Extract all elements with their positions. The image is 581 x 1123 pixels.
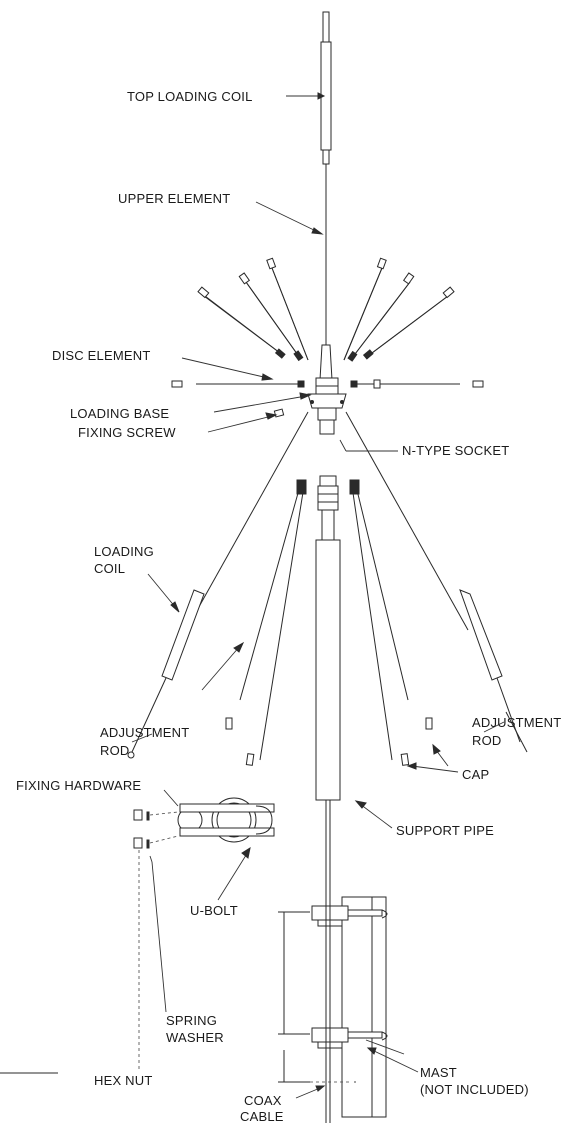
label-top-loading-coil: TOP LOADING COIL [127,89,253,104]
label-disc-element: DISC ELEMENT [52,348,150,363]
label-adjustment-rod-right-line2: ROD [472,733,502,748]
label-upper-element: UPPER ELEMENT [118,191,230,206]
label-adjustment-rod-right-line1: ADJUSTMENT [472,715,561,730]
loading-base [307,377,347,435]
label-mast-line2: (NOT INCLUDED) [420,1082,529,1097]
label-adjustment-rod-left-line1: ADJUSTMENT [100,725,189,740]
label-adjustment-rod-left-line2: ROD [100,743,130,758]
label-hex-nut: HEX NUT [94,1073,152,1088]
label-spring-washer-line1: SPRING [166,1013,217,1028]
label-support-pipe: SUPPORT PIPE [396,823,494,838]
mast-clamps [311,800,388,1123]
label-mast-line1: MAST [420,1065,457,1080]
upper-element [319,164,333,381]
label-loading-coil-line2: COIL [94,561,125,576]
label-coax-cable-line1: COAX [244,1093,282,1108]
label-n-type-socket: N-TYPE SOCKET [402,443,509,458]
top-loading-coil [320,11,332,165]
labels: TOP LOADING COIL UPPER ELEMENT DISC ELEM… [16,89,561,1123]
label-fixing-hardware: FIXING HARDWARE [16,778,141,793]
fixing-hardware-part [133,797,275,849]
label-spring-washer-line2: WASHER [166,1030,224,1045]
disc-elements [171,257,484,389]
support-pipe [315,539,341,801]
label-coax-cable-line2: CABLE [240,1109,284,1123]
dimension-marks [278,911,352,1083]
label-u-bolt: U-BOLT [190,903,238,918]
fixing-screw-part [273,408,285,418]
label-fixing-screw: FIXING SCREW [78,425,176,440]
n-type-socket-part [317,475,339,541]
lower-radials [127,411,528,766]
leader-lines [131,92,505,1099]
label-loading-coil-line1: LOADING [94,544,154,559]
label-cap: CAP [462,767,489,782]
label-loading-base: LOADING BASE [70,406,169,421]
mast [341,896,387,1118]
